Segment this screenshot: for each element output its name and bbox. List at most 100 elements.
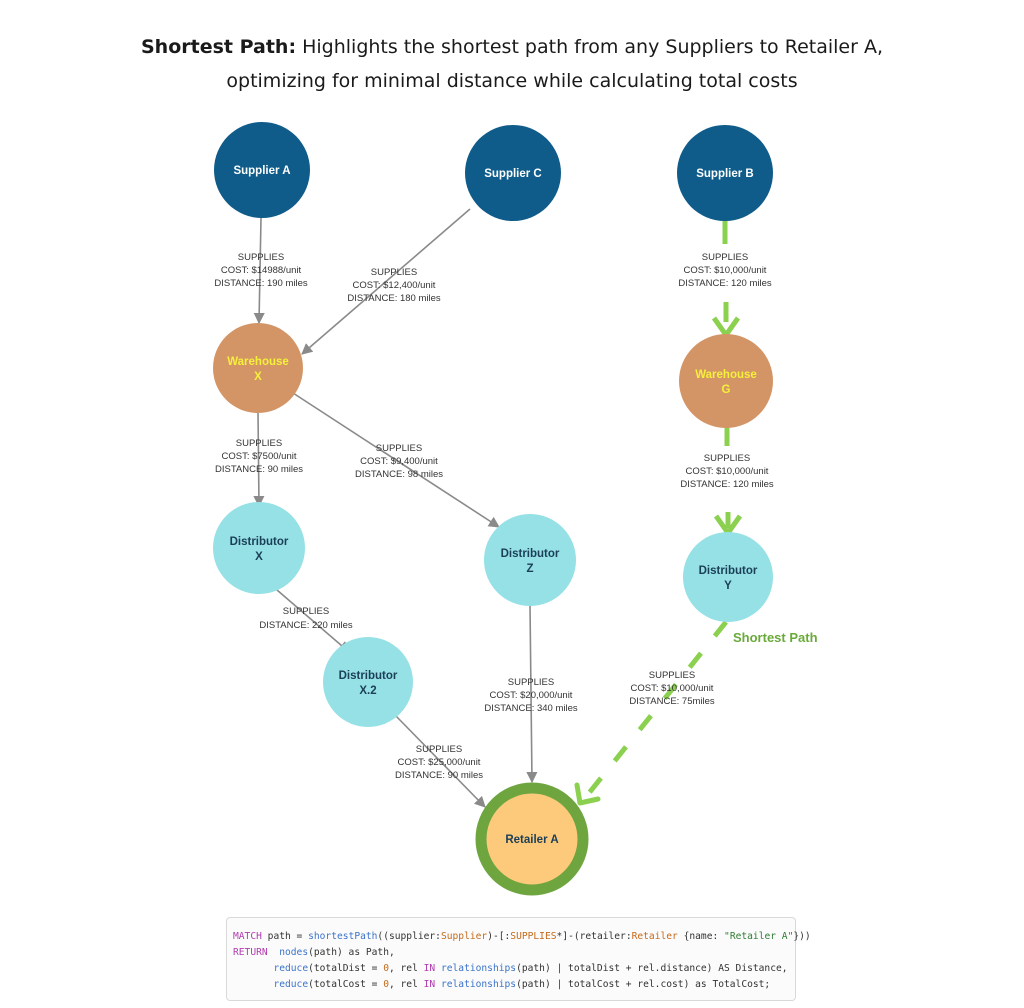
edge-label-line: DISTANCE: 180 miles [347,293,441,304]
edge-label-line: SUPPLIES [508,677,554,688]
caption-text-1: Highlights the shortest path from any Su… [296,36,883,58]
edge-supplier-c-warehouse-x [301,208,471,355]
edge-label-supplier-a-warehouse-x: SUPPLIES COST: $14988/unit DISTANCE: 190… [214,252,308,289]
path-segment-distributor-y-retailer-a [583,620,728,800]
edge-label-line: DISTANCE: 340 miles [484,703,578,714]
node-label: Distributor [339,670,398,682]
code-token: *]-(retailer: [556,931,632,942]
edge-label-line: COST: $10,000/unit [684,265,767,276]
code-token: Retailer [631,931,678,942]
node-label: G [722,384,731,396]
node-label: Z [526,563,533,575]
code-token [233,979,273,990]
edge-distributor-z-retailer-a [526,604,538,784]
edge-label-line: DISTANCE: 220 miles [259,620,353,631]
node-supplier-b[interactable]: Supplier B [677,125,773,221]
code-line-4: reduce(totalCost = 0, rel IN relationshi… [233,977,787,993]
edge-label-distributor-x-distributor-x2: SUPPLIES DISTANCE: 220 miles [259,606,353,631]
node-distributor-x2[interactable]: Distributor X.2 [323,637,413,727]
node-retailer-a[interactable]: Retailer A [475,782,589,896]
code-token: (path) | totalCost + rel.cost) as TotalC… [516,979,771,990]
code-token: RETURN [233,947,268,958]
caption-line-2: optimizing for minimal distance while ca… [226,70,798,92]
edge-label-distributor-z-retailer-a: SUPPLIES COST: $20,000/unit DISTANCE: 34… [484,677,578,714]
edge-label-line: COST: $9,400/unit [360,456,438,467]
edge-label-line: SUPPLIES [283,606,329,617]
code-token: SUPPLIES [510,931,557,942]
edge-supplier-a-warehouse-x [253,217,265,325]
edge-label-line: SUPPLIES [236,438,282,449]
node-label: Distributor [501,548,560,560]
code-token [233,963,273,974]
node-distributor-y[interactable]: Distributor Y [683,532,773,622]
edge-label-line: DISTANCE: 90 miles [395,770,483,781]
node-distributor-z[interactable]: Distributor Z [484,514,576,606]
edge-label-line: COST: $10,000/unit [686,466,769,477]
node-label: Retailer A [505,834,558,846]
code-token: , rel [388,979,424,990]
edge-label-supplier-b-warehouse-g: SUPPLIES COST: $10,000/unit DISTANCE: 12… [678,252,772,289]
code-token: relationships [440,979,517,990]
code-token: 0 [383,963,389,974]
node-label: Warehouse [695,369,757,381]
code-token: )-[: [487,931,511,942]
edge-label-line: SUPPLIES [376,443,422,454]
node-label: Supplier B [696,168,754,180]
edge-label-line: SUPPLIES [702,252,748,263]
node-warehouse-g[interactable]: Warehouse G [679,334,773,428]
code-token: "Retailer A" [724,931,794,942]
code-token: (totalCost = [308,979,384,990]
edge-label-line: COST: $14988/unit [221,265,302,276]
code-token: , rel [388,963,424,974]
code-token: path = [261,931,309,942]
edge-label-line: COST: $10,000/unit [631,683,714,694]
code-token [268,947,280,958]
caption-line-1: Shortest Path: Highlights the shortest p… [0,30,1024,64]
edge-label-line: SUPPLIES [416,744,462,755]
node-label: Y [724,580,732,592]
code-line-3: reduce(totalDist = 0, rel IN relationshi… [233,961,787,977]
code-token: reduce [273,963,309,974]
code-token: 0 [383,979,389,990]
cypher-query-code-block[interactable]: MATCH path = shortestPath((supplier:Supp… [226,917,811,1001]
edge-label-line: DISTANCE: 120 miles [678,278,772,289]
code-token: (totalDist = [308,963,384,974]
edge-label-line: SUPPLIES [238,252,284,263]
shortest-path-label: Shortest Path [733,630,818,645]
node-supplier-c[interactable]: Supplier C [465,125,561,221]
edge-warehouse-x-distributor-z [292,392,500,528]
code-token: (path) as Path, [308,947,395,958]
edge-label-line: COST: $25,000/unit [398,757,481,768]
edge-label-line: SUPPLIES [649,670,695,681]
edge-label-line: COST: $7500/unit [222,451,297,462]
code-token: {name: [677,931,725,942]
edge-warehouse-x-distributor-x [253,411,265,508]
node-label: X [255,551,263,563]
figure-caption: Shortest Path: Highlights the shortest p… [0,30,1024,98]
edge-label-line: DISTANCE: 190 miles [214,278,308,289]
path-arrowhead-retailer-a [574,782,601,806]
code-token: reduce [273,979,309,990]
node-label: Warehouse [227,356,289,368]
edge-label-warehouse-x-distributor-z: SUPPLIES COST: $9,400/unit DISTANCE: 98 … [355,443,443,480]
node-label: X.2 [359,685,376,697]
code-token: })) [793,931,811,942]
node-label: Distributor [230,536,289,548]
node-label: X [254,371,262,383]
node-supplier-a[interactable]: Supplier A [214,122,310,218]
code-token: MATCH [233,931,262,942]
edge-distributor-x2-retailer-a [394,714,486,808]
edge-label-line: SUPPLIES [704,453,750,464]
edge-label-distributor-y-retailer-a: SUPPLIES COST: $10,000/unit DISTANCE: 75… [629,670,715,707]
edge-label-line: COST: $12,400/unit [353,280,436,291]
code-token: relationships [440,963,517,974]
node-distributor-x[interactable]: Distributor X [213,502,305,594]
node-warehouse-x[interactable]: Warehouse X [213,323,303,413]
code-line-2: RETURN nodes(path) as Path, [233,945,787,961]
edge-distributor-x-distributor-x2 [276,589,350,653]
code-token: shortestPath [308,931,378,942]
edge-label-distributor-x2-retailer-a: SUPPLIES COST: $25,000/unit DISTANCE: 90… [395,744,483,781]
code-token: IN [423,979,436,990]
code-token: nodes [279,947,309,958]
code-token: Supplier [440,931,488,942]
